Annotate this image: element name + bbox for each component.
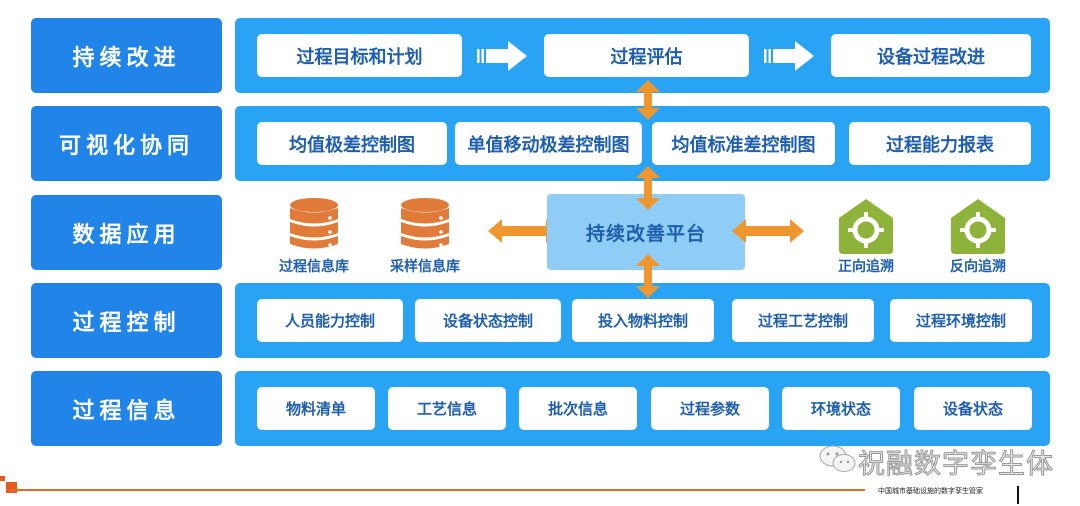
control-card: 投入物料控制	[572, 299, 714, 342]
trace-label: 反向追溯	[950, 259, 1006, 275]
footer-decoration	[0, 476, 5, 481]
step-card: 过程目标和计划	[257, 34, 462, 77]
wechat-icon	[819, 445, 856, 472]
process-control-panel: 人员能力控制 设备状态控制 投入物料控制 过程工艺控制 过程环境控制	[235, 283, 1050, 358]
bidirectional-arrow-icon	[488, 219, 560, 243]
chart-card: 均值极差控制图	[257, 122, 447, 165]
watermark-text: 祝融数字孪生体	[858, 449, 1054, 481]
footer-decoration	[6, 482, 17, 493]
vertical-bidirectional-arrow-icon	[636, 254, 660, 298]
info-card: 过程参数	[651, 387, 769, 430]
flow-arrow-icon	[764, 41, 814, 71]
layer-label-process-info: 过程信息	[31, 371, 222, 446]
control-card: 过程环境控制	[890, 299, 1032, 342]
process-info-panel: 物料清单 工艺信息 批次信息 过程参数 环境状态 设备状态	[235, 371, 1050, 446]
bidirectional-arrow-icon	[732, 219, 804, 243]
layer-label-continuous-improvement: 持续改进	[31, 18, 222, 93]
step-card: 设备过程改进	[831, 34, 1031, 77]
trace-target-icon	[839, 199, 893, 254]
chart-card: 均值标准差控制图	[652, 122, 835, 165]
vertical-bidirectional-arrow-icon	[636, 80, 660, 120]
info-card: 设备状态	[914, 387, 1032, 430]
info-card: 工艺信息	[388, 387, 506, 430]
database-label: 过程信息库	[279, 259, 349, 275]
footer-divider-bar	[1017, 486, 1019, 504]
continuous-improvement-panel: 过程目标和计划 过程评估 设备过程改进	[235, 18, 1050, 93]
database-icon	[290, 198, 338, 249]
layer-label-process-control: 过程控制	[31, 283, 222, 358]
chart-card: 过程能力报表	[849, 122, 1031, 165]
info-card: 物料清单	[257, 387, 375, 430]
control-card: 设备状态控制	[415, 299, 561, 342]
trace-target-icon	[951, 199, 1005, 254]
control-card: 人员能力控制	[257, 299, 403, 342]
database-label: 采样信息库	[390, 259, 460, 275]
visual-collaboration-panel: 均值极差控制图 单值移动极差控制图 均值标准差控制图 过程能力报表	[235, 106, 1050, 181]
footer-tagline: 中国城市基础设施的数字孪生管家	[878, 487, 983, 495]
trace-label: 正向追溯	[838, 259, 894, 275]
layer-label-visual-collaboration: 可视化协同	[31, 106, 222, 181]
flow-arrow-icon	[477, 41, 527, 71]
footer-divider	[10, 489, 865, 491]
database-icon	[401, 198, 449, 249]
step-card: 过程评估	[544, 34, 749, 77]
info-card: 环境状态	[782, 387, 900, 430]
control-card: 过程工艺控制	[732, 299, 874, 342]
vertical-bidirectional-arrow-icon	[636, 166, 660, 210]
chart-card: 单值移动极差控制图	[455, 122, 642, 165]
layer-label-data-application: 数据应用	[31, 195, 222, 270]
info-card: 批次信息	[519, 387, 637, 430]
